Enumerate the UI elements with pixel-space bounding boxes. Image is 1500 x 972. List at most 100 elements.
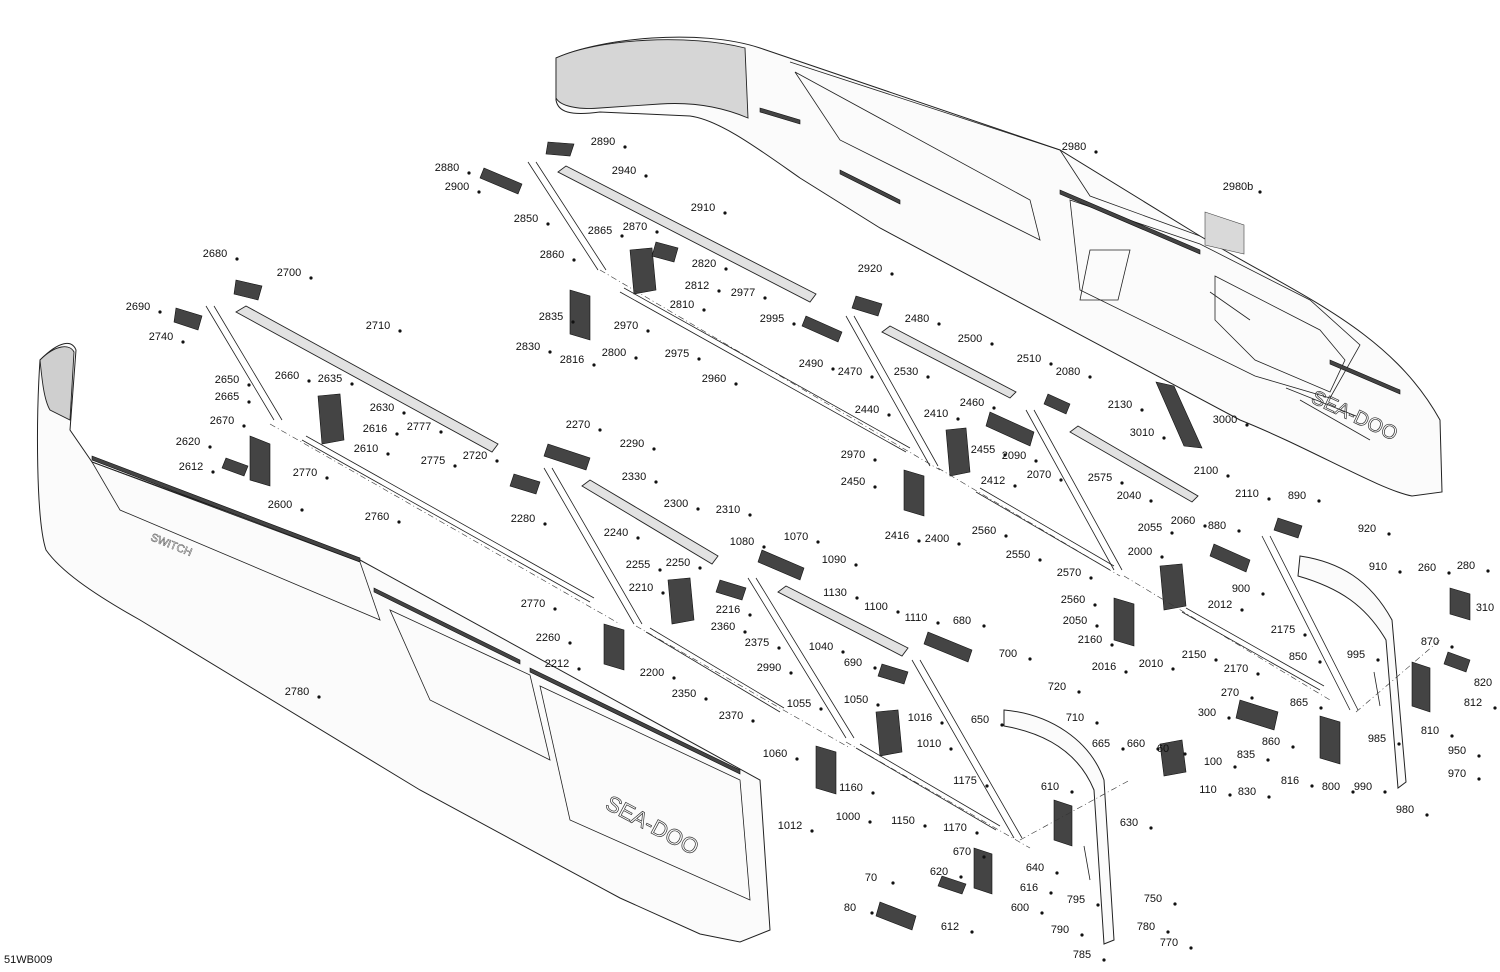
callout-leader-dot	[1267, 795, 1271, 799]
callout-leader-dot	[959, 875, 963, 879]
callout-612: 612	[941, 921, 959, 933]
callout-leader-dot	[1156, 747, 1160, 751]
callout-leader-dot	[1318, 660, 1322, 664]
callout-2170: 2170	[1224, 663, 1248, 675]
callout-2040: 2040	[1117, 490, 1141, 502]
callout-leader-dot	[1059, 478, 1063, 482]
callout-2600: 2600	[268, 499, 292, 511]
callout-leader-dot	[937, 322, 941, 326]
callout-leader-dot	[982, 624, 986, 628]
callout-2010: 2010	[1139, 658, 1163, 670]
callout-leader-dot	[1095, 721, 1099, 725]
callout-leader-dot	[672, 676, 676, 680]
callout-2995: 2995	[760, 313, 784, 325]
callout-leader-dot	[1070, 790, 1074, 794]
callout-leader-dot	[923, 824, 927, 828]
callout-2650: 2650	[215, 374, 239, 386]
callout-850: 850	[1289, 651, 1307, 663]
callout-820: 820	[1474, 677, 1492, 689]
callout-2810: 2810	[670, 299, 694, 311]
diagram-reference-number: 51WB009	[4, 954, 53, 966]
callout-leader-dot	[543, 522, 547, 526]
callout-710: 710	[1066, 712, 1084, 724]
callout-2920: 2920	[858, 263, 882, 275]
callout-2416: 2416	[885, 530, 909, 542]
callout-2000: 2000	[1128, 546, 1152, 558]
callout-2910: 2910	[691, 202, 715, 214]
callout-leader-dot	[1028, 657, 1032, 661]
callout-920: 920	[1358, 523, 1376, 535]
callout-2300: 2300	[664, 498, 688, 510]
callout-670: 670	[953, 846, 971, 858]
callout-leader-dot	[1089, 576, 1093, 580]
callout-leader-dot	[855, 596, 859, 600]
callout-2255: 2255	[626, 559, 650, 571]
callout-leader-dot	[816, 540, 820, 544]
callout-leader-dot	[1228, 793, 1232, 797]
callout-leader-dot	[1303, 633, 1307, 637]
callout-leader-dot	[1162, 436, 1166, 440]
callout-leader-dot	[1450, 645, 1454, 649]
callout-1070: 1070	[784, 531, 808, 543]
callout-2260: 2260	[536, 632, 560, 644]
callout-leader-dot	[896, 610, 900, 614]
lower-enclosure-panel: SEA-DOO SWITCH	[37, 342, 771, 943]
callout-2050: 2050	[1063, 615, 1087, 627]
callout-660: 660	[1127, 738, 1145, 750]
callout-leader-dot	[841, 650, 845, 654]
callout-616: 616	[1020, 882, 1038, 894]
callout-leader-dot	[1387, 532, 1391, 536]
callout-2310: 2310	[716, 504, 740, 516]
callout-1016: 1016	[908, 712, 932, 724]
callout-leader-dot	[734, 382, 738, 386]
callout-2816: 2816	[560, 354, 584, 366]
callout-600: 600	[1011, 902, 1029, 914]
callout-816: 816	[1281, 775, 1299, 787]
callout-2777: 2777	[407, 421, 431, 433]
callout-2530: 2530	[894, 366, 918, 378]
callout-2970: 2970	[614, 320, 638, 332]
callout-785: 785	[1073, 949, 1091, 961]
callout-2835: 2835	[539, 311, 563, 323]
callout-2940: 2940	[612, 165, 636, 177]
callout-leader-dot	[1291, 745, 1295, 749]
callout-leader-dot	[1486, 569, 1490, 573]
callout-2820: 2820	[692, 258, 716, 270]
callout-630: 630	[1120, 817, 1138, 829]
callout-2880: 2880	[435, 162, 459, 174]
callout-leader-dot	[873, 485, 877, 489]
callout-2665: 2665	[215, 391, 239, 403]
callout-leader-dot	[990, 342, 994, 346]
callout-leader-dot	[646, 329, 650, 333]
side-frames	[1003, 555, 1407, 945]
callout-leader-dot	[317, 695, 321, 699]
callout-2775: 2775	[421, 455, 445, 467]
callout-leader-dot	[975, 831, 979, 835]
callout-800: 800	[1322, 781, 1340, 793]
callout-leader-dot	[655, 230, 659, 234]
callout-80: 80	[844, 902, 856, 914]
callout-2870: 2870	[623, 221, 647, 233]
callout-leader-dot	[598, 428, 602, 432]
callout-leader-dot	[1183, 752, 1187, 756]
callout-2212: 2212	[545, 658, 569, 670]
callout-leader-dot	[1003, 453, 1007, 457]
callout-860: 860	[1262, 736, 1280, 748]
callout-leader-dot	[634, 356, 638, 360]
callout-2560: 2560	[972, 525, 996, 537]
callout-leader-dot	[477, 190, 481, 194]
callout-2975: 2975	[665, 348, 689, 360]
callout-leader-dot	[873, 458, 877, 462]
callout-leader-dot	[654, 480, 658, 484]
callout-leader-dot	[1477, 754, 1481, 758]
callout-leader-dot	[1038, 558, 1042, 562]
callout-2150: 2150	[1182, 649, 1206, 661]
callout-leader-dot	[992, 406, 996, 410]
callout-leader-dot	[868, 820, 872, 824]
callout-2770: 2770	[521, 598, 545, 610]
callout-leader-dot	[985, 784, 989, 788]
callout-leader-dot	[936, 621, 940, 625]
callout-1175: 1175	[953, 775, 977, 787]
callout-leader-dot	[397, 520, 401, 524]
callout-2470: 2470	[838, 366, 862, 378]
